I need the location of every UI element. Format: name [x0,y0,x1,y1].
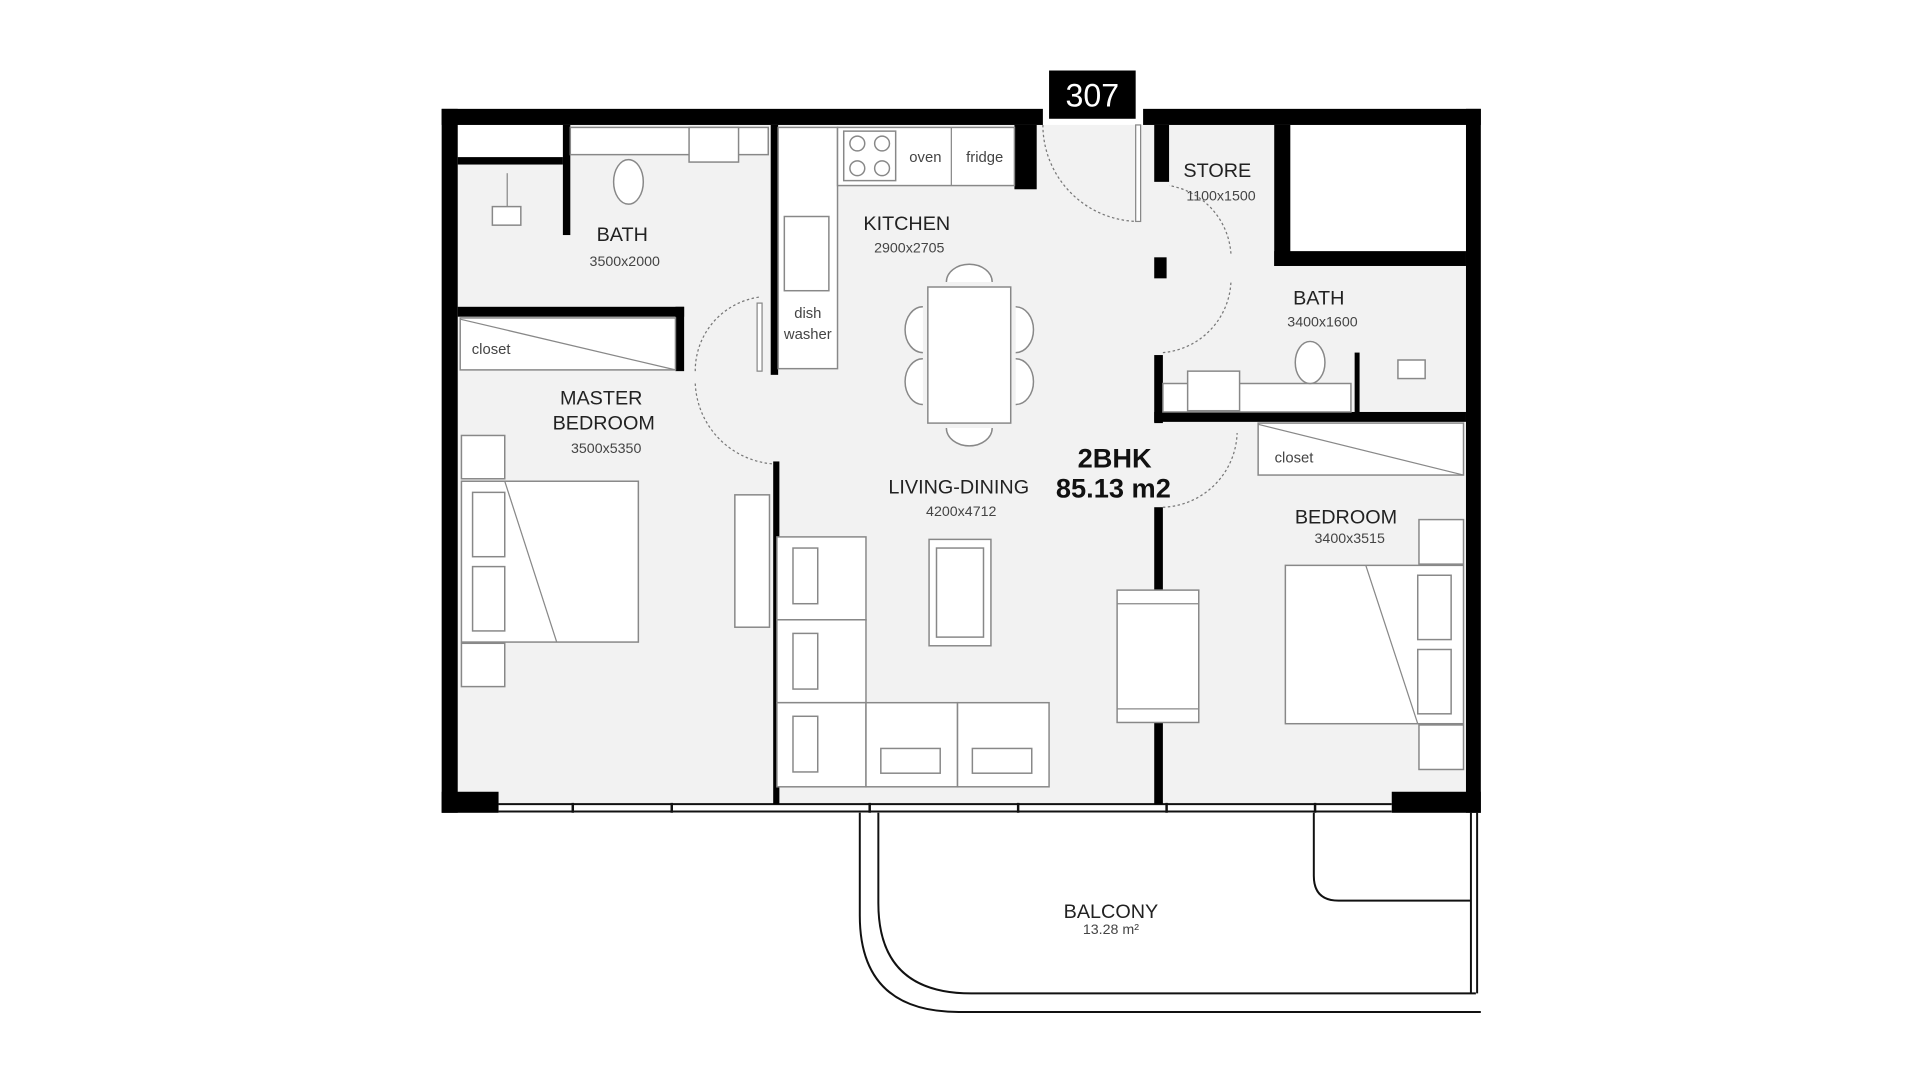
oven-label: oven [909,150,941,166]
kitchen-size: 2900x2705 [874,240,944,256]
balcony-size: 13.28 m² [1083,922,1139,938]
closet-master-label: closet [472,342,512,358]
bath-master-size: 3500x2000 [590,254,660,270]
unit-type: 2BHK [1078,443,1152,474]
unit-number-badge [1049,70,1136,119]
bath-second-label: BATH [1293,287,1344,309]
closet-bedroom-label: closet [1275,451,1315,467]
unit-area: 85.13 m2 [1056,472,1171,503]
store-size: 1100x1500 [1186,188,1255,204]
closet-master [459,317,677,371]
closet-bedroom [1257,422,1465,476]
bedroom-bed [1284,518,1465,771]
bedroom-label: BEDROOM [1295,506,1397,528]
kitchen-counters [777,126,1016,370]
door-swings [694,124,1238,508]
closet-top-left [457,124,563,160]
sofa [776,536,1050,788]
living-dining-size: 4200x4712 [926,504,996,520]
bath-fixtures-second [1162,340,1426,413]
master-bedroom-label-1: MASTER [560,388,642,410]
window-mullions [571,802,1317,813]
master-bedroom-label-2: BEDROOM [553,412,655,434]
bath-fixtures-master [491,126,769,226]
living-dining-label: LIVING-DINING [888,477,1029,499]
store-label: STORE [1183,160,1251,182]
master-bedroom-size: 3500x5350 [571,441,641,457]
dishwasher-label-2: washer [783,327,832,343]
master-bed [460,434,640,688]
balcony-label: BALCONY [1064,901,1159,923]
balcony-outline [858,812,1481,1013]
dining-table [904,263,1035,447]
bath-master-label: BATH [597,224,648,246]
tv-unit-master [734,494,771,628]
bedroom-size: 3400x3515 [1315,531,1385,547]
shaft-top-right [1290,124,1466,252]
unit-number: 307 [1066,77,1120,113]
outer-walls [441,108,1481,813]
bath-second-size: 3400x1600 [1287,315,1357,331]
kitchen-label: KITCHEN [863,213,950,235]
coffee-table [928,538,992,647]
dishwasher-label-1: dish [794,306,821,322]
toilet-icon [612,158,645,205]
tv-unit-living [1116,589,1200,724]
fridge-label: fridge [966,150,1003,166]
